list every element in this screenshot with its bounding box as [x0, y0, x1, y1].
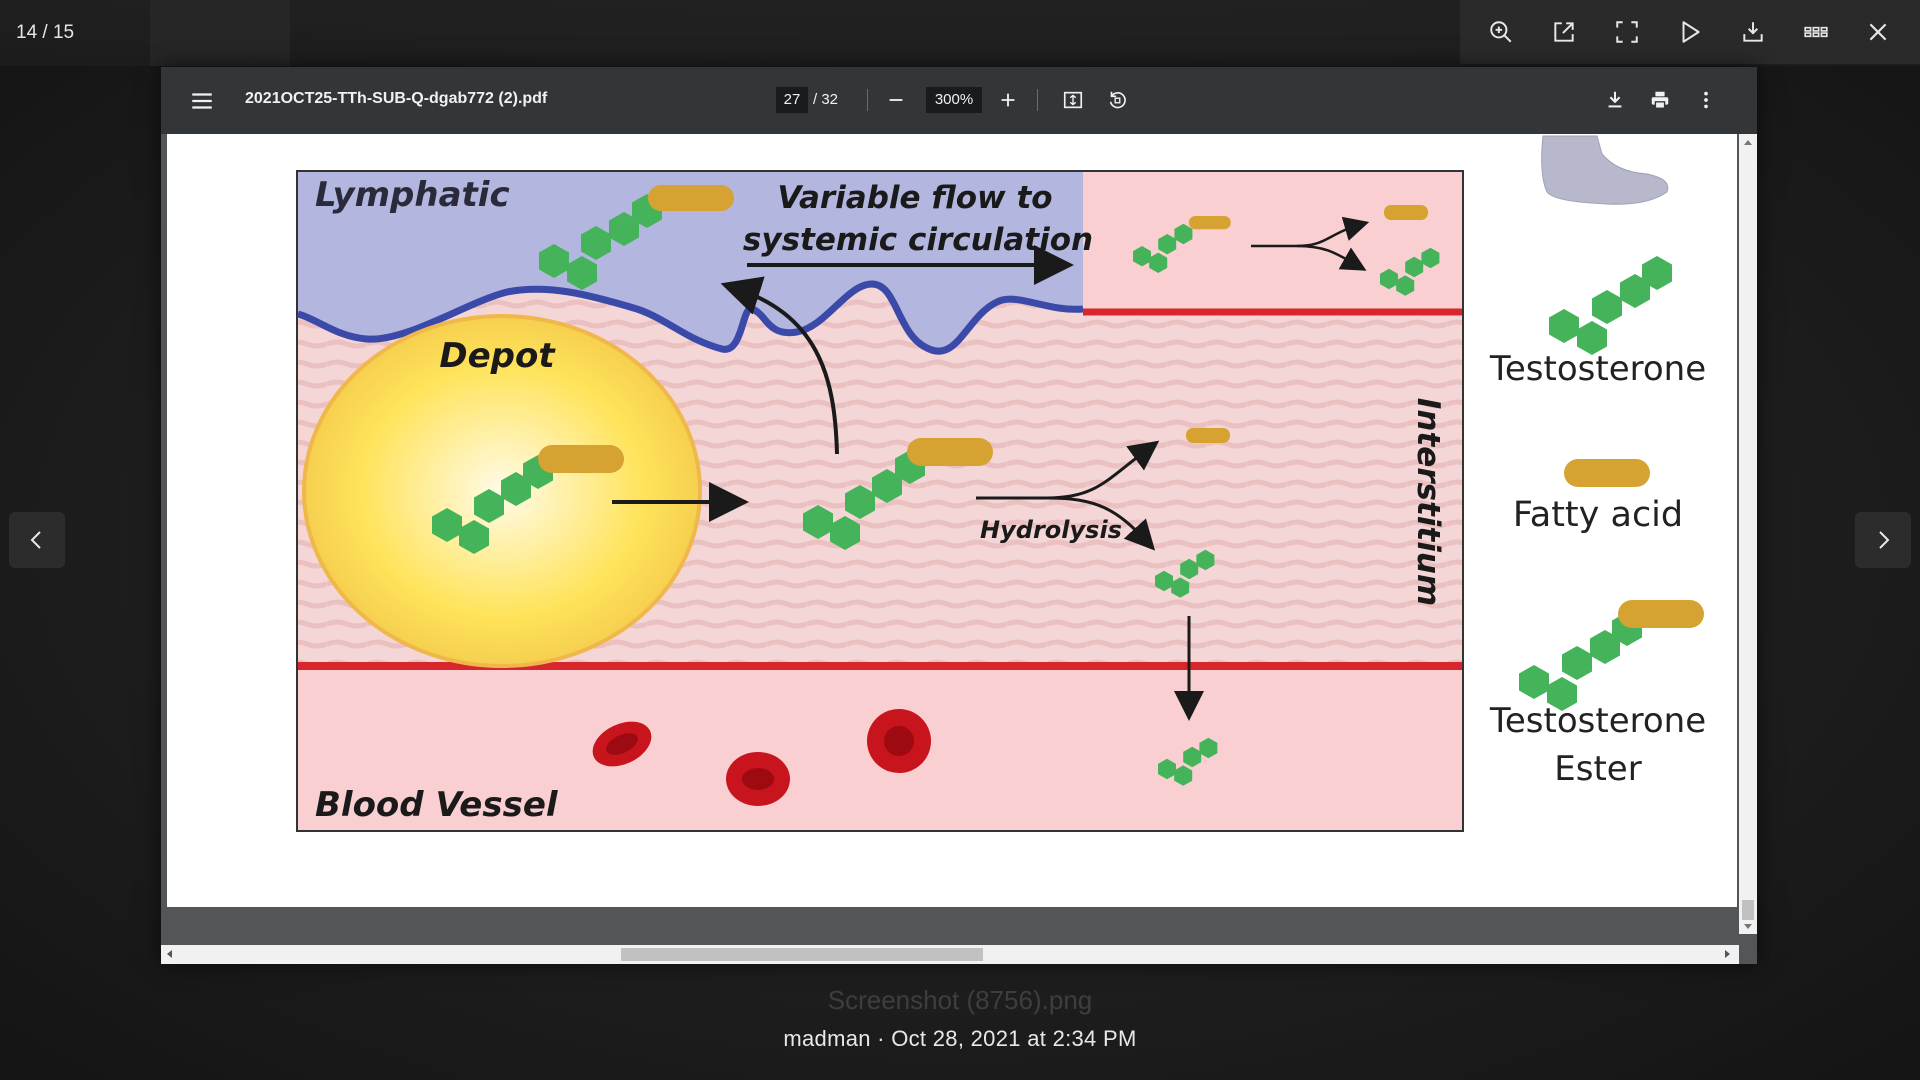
foot-illustration [1542, 136, 1668, 204]
toolbar-divider [867, 89, 868, 111]
zoom-level-input[interactable]: 300% [926, 87, 982, 113]
open-external-icon [1551, 19, 1577, 45]
download-icon [1604, 89, 1626, 111]
toolbar-divider [1037, 89, 1038, 111]
fullscreen-icon [1614, 19, 1640, 45]
pdf-title: 2021OCT25-TTh-SUB-Q-dgab772 (2).pdf [245, 90, 547, 108]
close-button[interactable] [1858, 12, 1898, 52]
minus-icon [885, 89, 907, 111]
fit-to-page-icon [1062, 89, 1084, 111]
legend-testosterone-icon [1549, 256, 1672, 355]
scroll-down-icon[interactable] [1744, 924, 1752, 929]
legend-fatty-acid-icon [1564, 459, 1650, 487]
legend-ester-label-line2: Ester [1554, 749, 1641, 789]
more-options-button[interactable] [1691, 85, 1721, 115]
vertical-scrollbar[interactable] [1739, 134, 1757, 934]
image-counter: 14 / 15 [16, 22, 74, 44]
horizontal-scrollbar[interactable] [161, 945, 1739, 964]
grid-view-icon [1803, 19, 1829, 45]
open-external-button[interactable] [1544, 12, 1584, 52]
menu-icon[interactable] [189, 88, 215, 114]
legend-ester-label-line1: Testosterone [1489, 701, 1706, 741]
zoom-in-button[interactable] [1481, 12, 1521, 52]
fit-page-button[interactable] [1058, 85, 1088, 115]
download-icon [1740, 19, 1766, 45]
pdf-page: Lymphatic Variable flow to systemic circ… [167, 134, 1737, 907]
viewer-actions [1460, 0, 1920, 64]
pdf-download-button[interactable] [1600, 85, 1630, 115]
page-total: / 32 [813, 91, 838, 108]
chevron-right-icon [1871, 528, 1895, 552]
legend-ester-icon [1519, 600, 1704, 711]
depot-label: Depot [439, 336, 556, 376]
scroll-left-icon[interactable] [167, 950, 172, 958]
chevron-left-icon [25, 528, 49, 552]
close-icon [1865, 19, 1891, 45]
figure-illustration: Lymphatic Variable flow to systemic circ… [167, 134, 1737, 907]
slideshow-play-icon [1677, 19, 1703, 45]
interstitium-label: Interstitium [1410, 398, 1446, 606]
more-vertical-icon [1695, 89, 1717, 111]
download-button[interactable] [1733, 12, 1773, 52]
legend-testosterone-label: Testosterone [1489, 349, 1706, 389]
free-fatty-acid-systemic [1384, 205, 1428, 220]
zoom-out-button[interactable] [881, 85, 911, 115]
vertical-scroll-thumb[interactable] [1742, 900, 1754, 920]
zoom-in-pdf-button[interactable] [993, 85, 1023, 115]
hydrolysis-label: Hydrolysis [980, 516, 1122, 544]
plus-icon [997, 89, 1019, 111]
scroll-right-icon[interactable] [1725, 950, 1730, 958]
background-tab [150, 0, 290, 66]
horizontal-scroll-thumb[interactable] [621, 948, 983, 961]
rotate-button[interactable] [1102, 85, 1132, 115]
legend-fatty-acid-label: Fatty acid [1513, 495, 1683, 535]
flow-label-line2: systemic circulation [743, 222, 1093, 258]
fullscreen-button[interactable] [1607, 12, 1647, 52]
print-button[interactable] [1645, 85, 1675, 115]
page-number-input[interactable]: 27 [776, 87, 808, 113]
blood-vessel-label: Blood Vessel [315, 785, 559, 825]
flow-label-line1: Variable flow to [777, 180, 1052, 216]
grid-view-button[interactable] [1796, 12, 1836, 52]
image-metadata: madman · Oct 28, 2021 at 2:34 PM [0, 1026, 1920, 1052]
rotate-icon [1106, 89, 1128, 111]
free-fatty-acid [1186, 428, 1230, 443]
previous-image-button[interactable] [9, 512, 65, 568]
pdf-toolbar: 2021OCT25-TTh-SUB-Q-dgab772 (2).pdf 27 /… [161, 67, 1757, 134]
zoom-in-icon [1488, 19, 1514, 45]
scroll-up-icon[interactable] [1744, 140, 1752, 145]
pdf-viewer-window: 2021OCT25-TTh-SUB-Q-dgab772 (2).pdf 27 /… [161, 67, 1757, 964]
image-filename: Screenshot (8756).png [0, 985, 1920, 1016]
slideshow-button[interactable] [1670, 12, 1710, 52]
next-image-button[interactable] [1855, 512, 1911, 568]
print-icon [1649, 89, 1671, 111]
lymphatic-label: Lymphatic [315, 175, 510, 215]
